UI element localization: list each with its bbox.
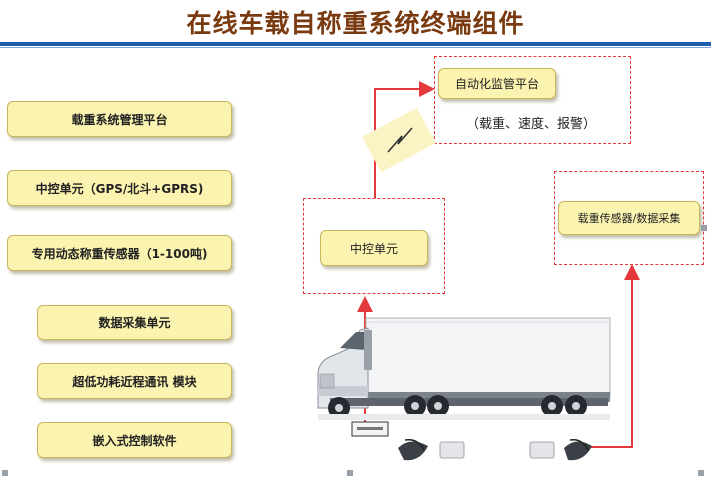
component-item-3: 专用动态称重传感器（1-100吨) (7, 235, 232, 271)
title-rule-thin (0, 47, 711, 48)
sensor-box: 载重传感器/数据采集 (558, 201, 700, 235)
sensor-arrow (590, 264, 640, 448)
component-item-6: 嵌入式控制软件 (37, 422, 232, 458)
sensor-device-icon-right (529, 438, 592, 461)
component-item-2: 中控单元（GPS/北斗+GPRS) (7, 170, 232, 206)
selection-handle[interactable] (698, 470, 704, 476)
uplink-arrow (374, 81, 435, 198)
component-item-5: 超低功耗近程通讯 模块 (37, 363, 232, 399)
selection-handle[interactable] (2, 470, 8, 476)
platform-box: 自动化监管平台 (438, 68, 556, 99)
platform-note: （载重、速度、报警） (466, 117, 597, 132)
control-unit-frame (303, 198, 445, 294)
selection-handle[interactable] (347, 470, 353, 476)
terminal-device-icon (351, 421, 389, 437)
platform-frame (434, 56, 631, 144)
control-unit-box: 中控单元 (320, 230, 428, 266)
title-rule (0, 42, 711, 46)
sensor-device-icon-left (398, 438, 465, 461)
wireless-icon (362, 107, 436, 173)
component-item-1: 载重系统管理平台 (7, 101, 232, 137)
component-item-4: 数据采集单元 (37, 305, 232, 340)
selection-handle[interactable] (701, 225, 707, 231)
truck-icon (317, 317, 611, 420)
page-title: 在线车载自称重系统终端组件 (186, 9, 525, 38)
